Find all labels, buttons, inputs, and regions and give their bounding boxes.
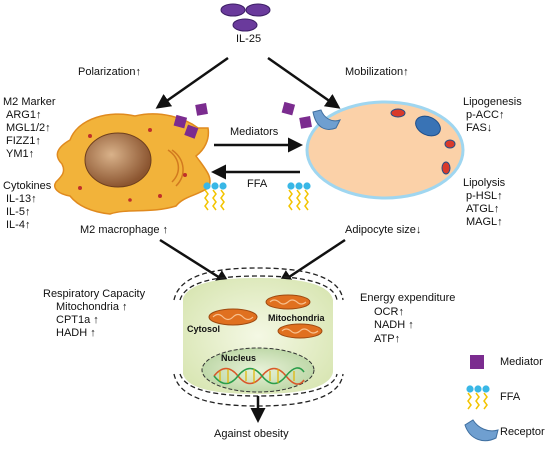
legend-receptor-icon: [464, 419, 499, 442]
legend-receptor-label: Receptor: [500, 426, 545, 438]
lipolysis-title: Lipolysis: [463, 177, 506, 189]
respiratory-item: CPT1a ↑: [56, 314, 99, 326]
m2-marker-item: FIZZ1↑: [6, 135, 41, 147]
adipocyte-nucleus: [415, 115, 441, 137]
lipolysis-item: MAGL↑: [466, 216, 503, 228]
mitochondria-shapes: [208, 294, 323, 339]
mediator-squares-right: [281, 101, 312, 129]
receptor-icon: [312, 109, 342, 130]
cell-nucleus: [201, 347, 315, 393]
energy-title: Energy expenditure: [360, 292, 456, 304]
outcome-label: Against obesity: [214, 428, 289, 440]
m2-marker-item: YM1↑: [6, 148, 35, 160]
polarization-arrow: [155, 56, 229, 109]
mediators-label: Mediators: [230, 126, 279, 138]
respiratory-title: Respiratory Capacity: [43, 288, 146, 300]
nucleus-label: Nucleus: [221, 353, 257, 363]
mobilization-arrow: [267, 56, 341, 109]
mobilization-label: Mobilization↑: [345, 66, 409, 78]
macrophage-cell: [54, 113, 211, 215]
respiratory-item: HADH ↑: [56, 327, 96, 339]
cytokine-item: IL-4↑: [6, 219, 31, 231]
il25-icon: [220, 3, 271, 32]
metabolic-cell: [173, 267, 344, 407]
legend-ffa-label: FFA: [500, 391, 521, 403]
m2-marker-item: MGL1/2↑: [6, 122, 51, 134]
dna-icon: [213, 367, 305, 385]
m2-marker-item: ARG1↑: [6, 109, 42, 121]
m2-marker-title: M2 Marker: [3, 96, 56, 108]
adipocyte-cell: [305, 100, 465, 200]
lipogenesis-item: FAS↓: [466, 122, 493, 134]
adipocyte-label: Adipocyte size↓: [345, 224, 422, 236]
cytokines-title: Cytokines: [3, 180, 52, 192]
cytokine-item: IL-5↑: [6, 206, 31, 218]
il25-label: IL-25: [236, 33, 262, 45]
cytokine-item: IL-13↑: [6, 193, 37, 205]
mitochondria-label: Mitochondria: [268, 313, 325, 323]
macrophage-to-cell-arrow: [159, 238, 231, 285]
ffa-cluster-right: [287, 182, 311, 211]
polarization-label: Polarization↑: [78, 66, 141, 78]
energy-item: OCR↑: [374, 306, 404, 318]
macrophage-nucleus: [84, 132, 152, 188]
legend-mediator-label: Mediator: [500, 356, 543, 368]
adipocyte-to-cell-arrow: [277, 238, 346, 285]
ffa-label: FFA: [247, 178, 268, 190]
ffa-cluster-left: [203, 182, 227, 211]
lipogenesis-title: Lipogenesis: [463, 96, 522, 108]
legend-mediator-icon: [470, 355, 484, 369]
legend-ffa-icon: [466, 385, 490, 410]
respiratory-item: Mitochondria ↑: [56, 301, 128, 313]
mediator-squares-left: [173, 103, 208, 139]
lipolysis-item: p-HSL↑: [466, 190, 503, 202]
macrophage-label: M2 macrophage ↑: [80, 224, 169, 236]
energy-item: ATP↑: [374, 333, 401, 345]
lipogenesis-item: p-ACC↑: [466, 109, 505, 121]
energy-item: NADH ↑: [374, 319, 414, 331]
cytosol-label: Cytosol: [187, 324, 221, 334]
lipolysis-item: ATGL↑: [466, 203, 500, 215]
